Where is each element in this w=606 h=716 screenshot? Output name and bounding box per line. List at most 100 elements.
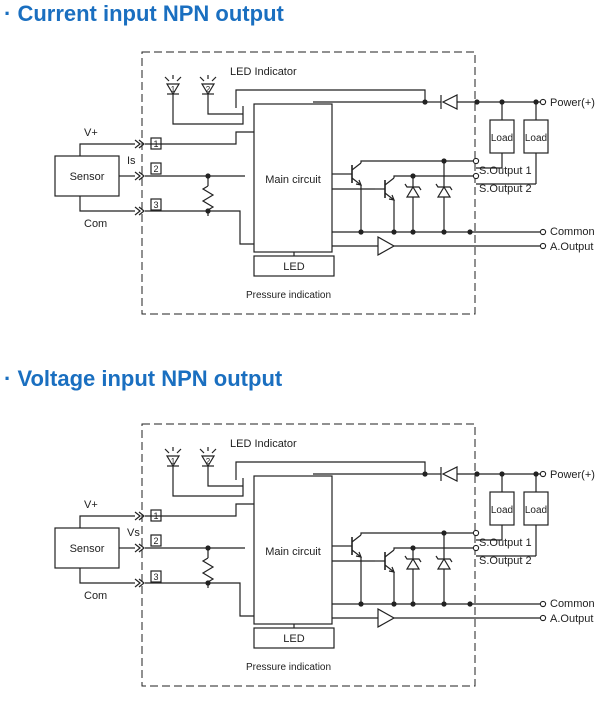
main-circuit-label: Main circuit [265, 546, 321, 558]
zener-diode-1 [405, 185, 421, 198]
led-indicator-1-icon-ray-3 [176, 448, 182, 454]
a-output-terminal [539, 614, 547, 622]
pin-3-box [150, 198, 162, 211]
pin-1-wire [145, 503, 254, 517]
pin-2-number: 2 [153, 536, 158, 546]
pin-2-number: 2 [153, 164, 158, 174]
led-indicator-2-icon-ray-3 [211, 448, 217, 454]
led-indicator-2-icon-ray-1 [199, 448, 205, 454]
input-resistor [201, 185, 215, 211]
pin-3-number: 3 [153, 572, 158, 582]
s-output-1-terminal [472, 157, 480, 165]
led-2-wire [207, 94, 243, 115]
zener-diode-2-bar [435, 183, 453, 191]
led-1-wire [172, 466, 244, 497]
led-indicator-label: LED Indicator [230, 66, 297, 78]
output-transistor-1-emitter [351, 177, 362, 186]
common-junction-4 [441, 229, 447, 235]
pin-1-arrow-2 [138, 511, 145, 521]
zener-diode-2-bar [435, 555, 453, 563]
s-output-2-wire [393, 175, 476, 178]
pin-3-wire [145, 582, 254, 617]
pin-3-junction [205, 208, 211, 214]
pin-2-arrow-2 [138, 543, 145, 553]
pin-3-junction [205, 580, 211, 586]
section-title-voltage-input: · Voltage input NPN output [4, 366, 283, 391]
vplus-label: V+ [84, 499, 98, 511]
load-1-label: Load [491, 133, 513, 144]
output-transistor-1-collector [351, 534, 362, 543]
power-led-wire [235, 461, 426, 480]
load-1-label: Load [491, 505, 513, 516]
analog-buffer [377, 235, 396, 257]
main-circuit-box [253, 475, 333, 625]
pin-1-arrow [134, 511, 141, 521]
pin-2-box [150, 534, 162, 547]
com-wire [79, 568, 135, 584]
s-output-1-wire [360, 160, 476, 163]
zener-diode-1-bar [404, 555, 422, 563]
common-junction-1 [358, 601, 364, 607]
a-output-label: A.Output [550, 613, 593, 625]
pin-2-arrow-2 [138, 171, 145, 181]
output-transistor-1-emitter [351, 549, 362, 558]
analog-buffer [377, 607, 396, 629]
vplus-wire [79, 143, 135, 156]
input-signal-label: Is [127, 155, 136, 167]
zener-diode-1 [405, 557, 421, 570]
input-signal-label: Vs [127, 527, 140, 539]
power-diode [441, 466, 458, 482]
led-indicator-1-icon-ray-3 [176, 76, 182, 82]
led-indicator-1-icon-number: 1 [171, 457, 176, 466]
power-terminal [539, 98, 547, 106]
pin-3-arrow-2 [138, 578, 145, 588]
led-indicator-1-icon [165, 83, 181, 96]
led-display-label: LED [283, 261, 304, 273]
led-1-wire [172, 94, 244, 125]
pin-3-arrow [134, 578, 141, 588]
section-title-current-input: · Current input NPN output [4, 1, 284, 26]
com-label: Com [84, 590, 107, 602]
common-junction-3 [410, 229, 416, 235]
zener-diode-2 [436, 185, 452, 198]
pin-3-number: 3 [153, 200, 158, 210]
device-enclosure [141, 423, 476, 687]
led-indicator-2-icon [200, 83, 216, 96]
power-label: Power(+) [550, 97, 595, 109]
common-label: Common [550, 598, 595, 610]
sensor-label: Sensor [70, 543, 105, 555]
pressure-indication-label: Pressure indication [246, 290, 331, 301]
power-junction-left [474, 99, 480, 105]
led-2-wire [207, 466, 243, 487]
pin-3-box [150, 570, 162, 583]
power-diode [441, 94, 458, 110]
s-output-2-label: S.Output 2 [479, 183, 532, 195]
com-label: Com [84, 218, 107, 230]
load-2-box [523, 491, 549, 526]
led-indicator-1-icon [165, 455, 181, 468]
common-label: Common [550, 226, 595, 238]
led-indicator-1-icon-number: 1 [171, 85, 176, 94]
led-indicator-2-icon-number: 2 [206, 85, 211, 94]
load-2-label: Load [525, 133, 547, 144]
output-transistor-2-emitter [384, 192, 395, 201]
pin-3-arrow [134, 206, 141, 216]
pin-2-box [150, 162, 162, 175]
s-output-2-wire [393, 547, 476, 550]
load-2-label: Load [525, 505, 547, 516]
vplus-label: V+ [84, 127, 98, 139]
s-output-2-label: S.Output 2 [479, 555, 532, 567]
output-transistor-2-collector [384, 177, 395, 186]
common-junction-5 [467, 601, 473, 607]
led-indicator-1-icon-ray-1 [164, 448, 170, 454]
power-led-wire [235, 89, 426, 108]
device-enclosure [141, 51, 476, 315]
pin-3-wire [145, 210, 254, 245]
pin-1-wire [145, 131, 254, 145]
pin-2-arrow [134, 543, 141, 553]
common-junction-2 [391, 601, 397, 607]
input-resistor [201, 557, 215, 583]
common-terminal [539, 228, 547, 236]
